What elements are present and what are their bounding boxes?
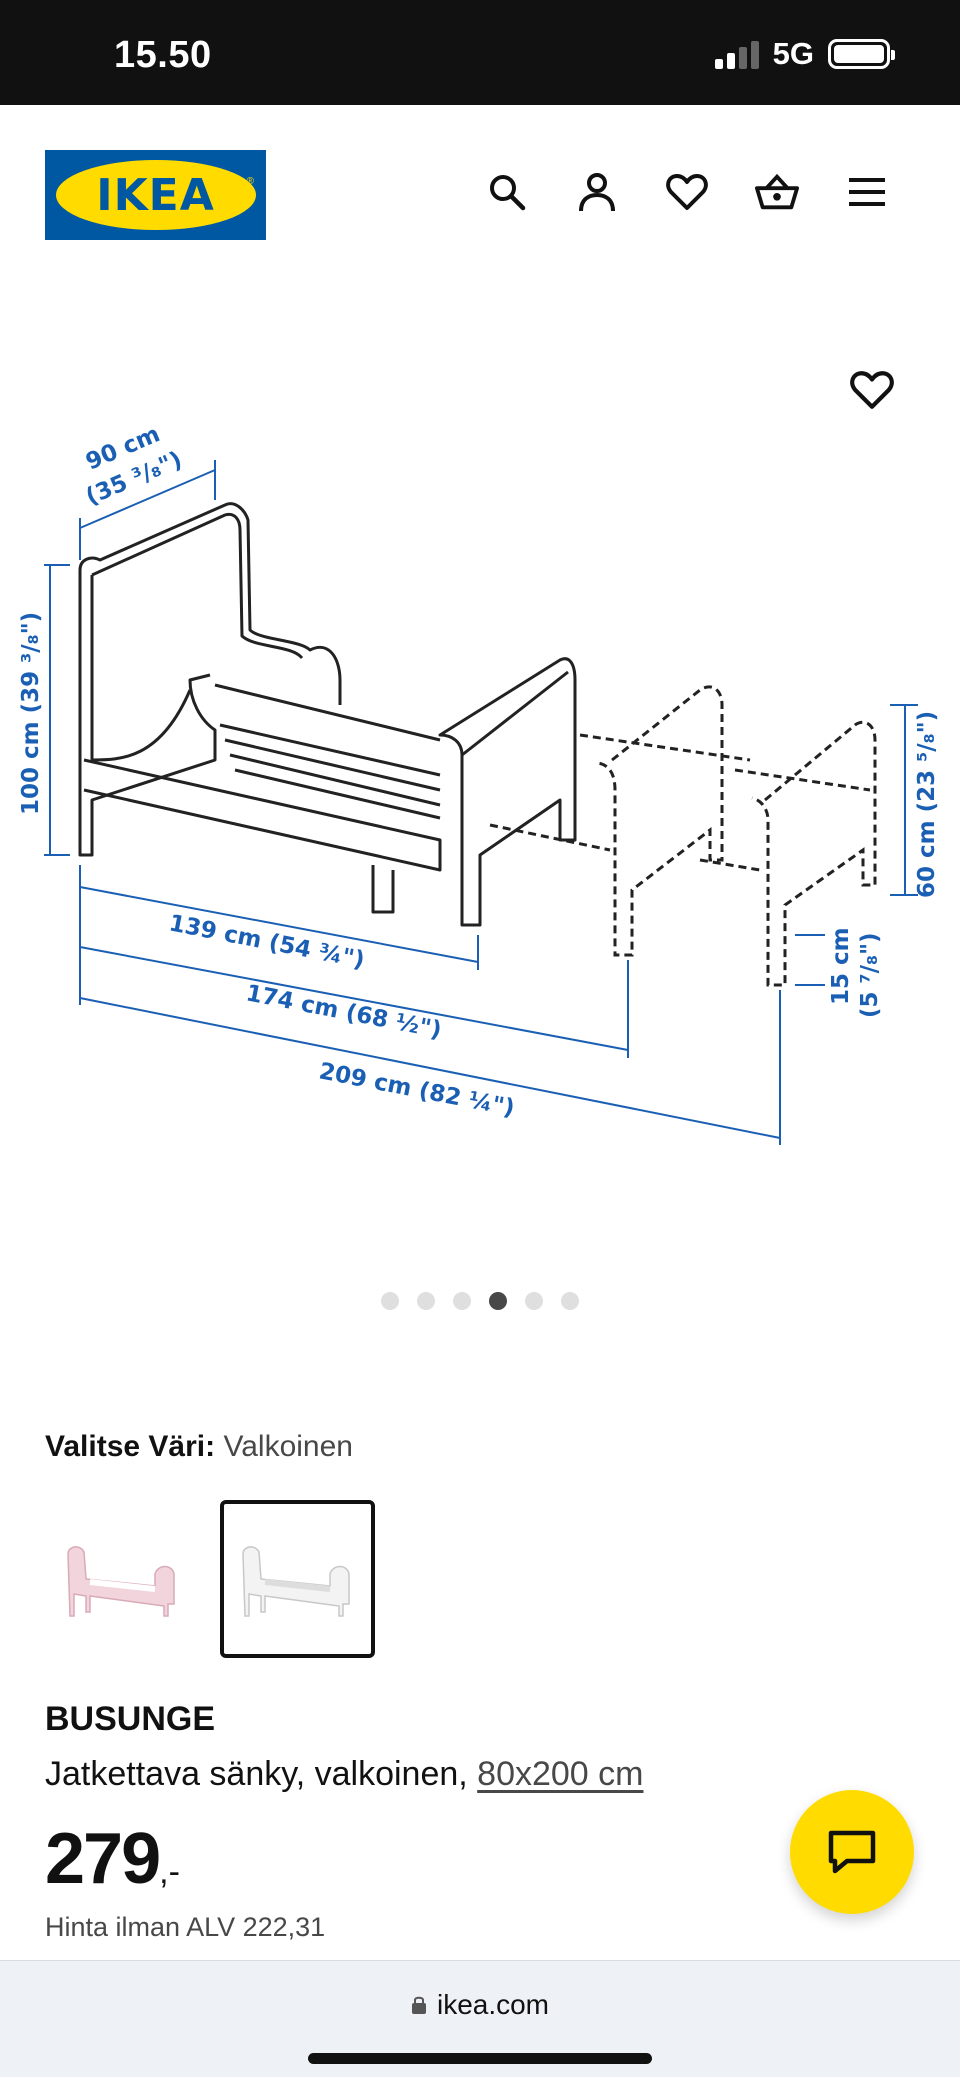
account-icon[interactable] [575, 170, 619, 214]
extension-2 [751, 720, 877, 987]
dim-height-label: 100 cm (39 ³/₈") [18, 612, 44, 815]
search-icon[interactable] [485, 170, 529, 214]
extension-1 [597, 685, 724, 957]
product-name: BUSUNGE [45, 1700, 216, 1738]
status-bar: 15.50 5G [0, 0, 960, 105]
product-dimension-image[interactable]: 90 cm (35 ³/₈") 100 cm (39 ³/₈") 139 cm … [0, 280, 960, 1260]
white-bed-thumbnail [242, 1546, 350, 1617]
color-option-pink[interactable] [45, 1500, 200, 1658]
product-price: 279,- [45, 1818, 180, 1900]
dim-leg-height-label: 15 cm [828, 927, 854, 1005]
price-suffix: ,- [159, 1853, 180, 1891]
url-text: ikea.com [436, 1989, 550, 2020]
product-desc-text: Jatkettava sänky, valkoinen, [45, 1755, 468, 1793]
logo-text: IKEA [96, 169, 215, 221]
price-without-vat: Hinta ilman ALV 222,31 [45, 1912, 326, 1942]
chat-button[interactable] [790, 1790, 914, 1914]
dim-leg-height-inch-label: (5 ⁷/₈") [857, 932, 883, 1018]
status-indicators: 5G [714, 36, 895, 72]
dim-length-209-label: 209 cm (82 ¼") [317, 1058, 517, 1121]
color-selection-label: Valitse Väri: Valkoinen [45, 1430, 353, 1464]
lock-icon [411, 1996, 426, 2014]
carousel-dots [0, 1292, 960, 1310]
color-label-title: Valitse Väri: [45, 1430, 216, 1463]
color-swatches [45, 1500, 375, 1658]
color-selected-value: Valkoinen [223, 1430, 353, 1463]
home-indicator [308, 2053, 652, 2064]
dim-length-174-label: 174 cm (68 ½") [244, 980, 444, 1043]
site-header: IKEA ® [0, 105, 960, 280]
bed-footboard [438, 657, 577, 927]
carousel-dot[interactable] [417, 1292, 435, 1310]
header-nav [485, 170, 889, 214]
product-description: Jatkettava sänky, valkoinen, 80x200 cm [45, 1755, 644, 1794]
carousel-dot[interactable] [381, 1292, 399, 1310]
favourite-heart-icon[interactable] [850, 370, 898, 418]
signal-icon [714, 39, 759, 69]
product-size-link[interactable]: 80x200 cm [477, 1755, 644, 1793]
carousel-dot-active[interactable] [489, 1292, 507, 1310]
chat-icon [828, 1830, 876, 1874]
dim-ext-height-label: 60 cm (23 ⁵/₈") [914, 711, 940, 898]
url-display[interactable]: ikea.com [0, 1989, 960, 2021]
carousel-dot[interactable] [561, 1292, 579, 1310]
heart-icon[interactable] [665, 170, 709, 214]
carousel-dot[interactable] [525, 1292, 543, 1310]
pink-bed-thumbnail [67, 1546, 175, 1617]
price-amount: 279 [45, 1819, 161, 1899]
ikea-logo[interactable]: IKEA ® [45, 150, 266, 240]
browser-address-bar: ikea.com [0, 1960, 960, 2077]
menu-icon[interactable] [845, 170, 889, 214]
color-option-white[interactable] [220, 1500, 375, 1658]
battery-icon [828, 39, 895, 69]
network-type: 5G [772, 36, 814, 71]
status-time: 15.50 [114, 34, 212, 76]
basket-icon[interactable] [755, 170, 799, 214]
bed-headboard [78, 570, 217, 857]
carousel-dot[interactable] [453, 1292, 471, 1310]
dim-length-139-label: 139 cm (54 ¾") [167, 910, 367, 973]
